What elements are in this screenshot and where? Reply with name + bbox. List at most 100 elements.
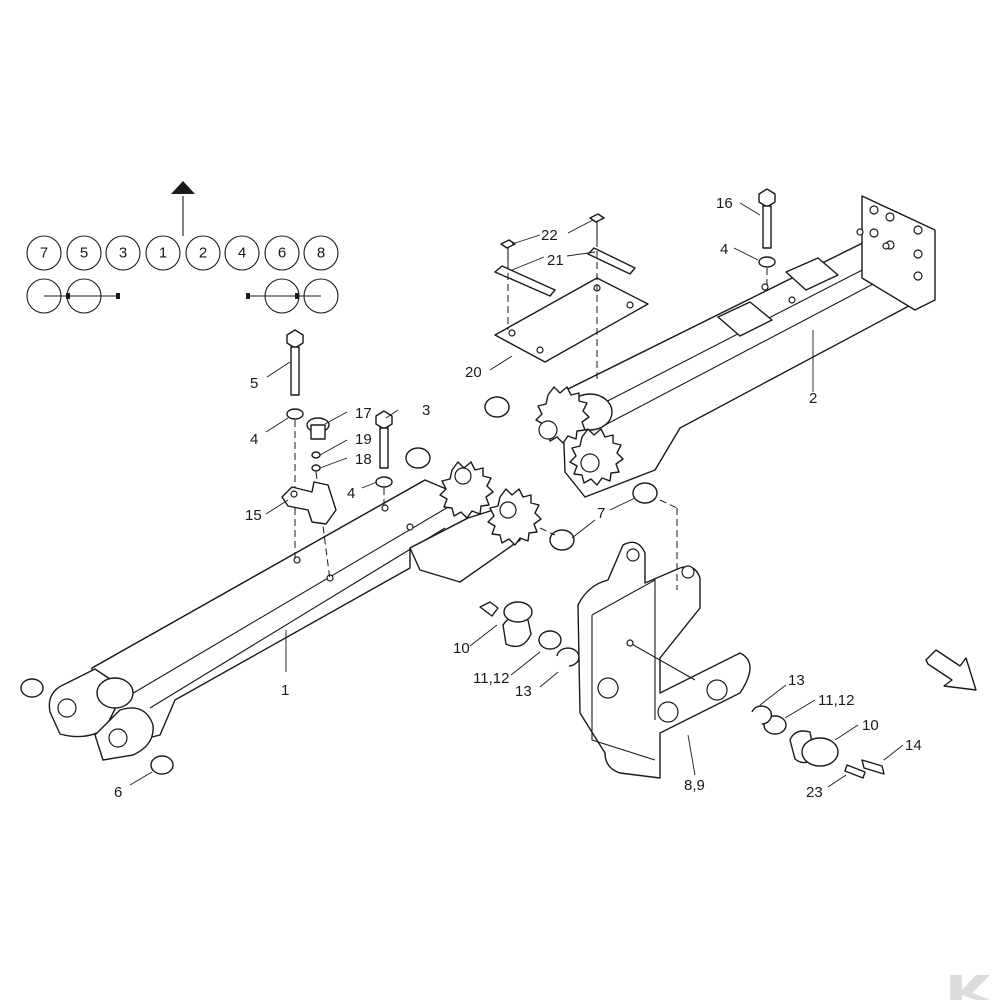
assembly-lines — [539, 499, 678, 590]
sequence-circle — [303, 235, 339, 271]
bushing-6a — [20, 678, 44, 698]
bolt-3-shank — [379, 427, 389, 469]
center-bracket — [577, 541, 751, 779]
bushing-7c — [632, 482, 658, 504]
sequence-circle — [26, 235, 62, 271]
part-labels: 5 4 17 3 19 18 4 15 1 6 7 10 11,12 13 8,… — [114, 195, 922, 801]
sequence-circle — [224, 235, 260, 271]
pin-marker — [295, 293, 299, 299]
washer-11-12a — [538, 630, 562, 650]
logo-icon — [950, 975, 991, 1000]
bolt-5-shank — [290, 346, 300, 396]
label-1: 1 — [281, 682, 289, 699]
bushing-6b — [150, 755, 174, 775]
label-4: 4 — [720, 241, 728, 258]
pin-marker — [246, 293, 250, 299]
pin-10b-flange — [801, 737, 839, 767]
label-10: 10 — [453, 640, 470, 657]
bolt-16-shank — [762, 205, 772, 249]
washer-4b — [375, 476, 393, 488]
bracket-edge — [591, 615, 656, 761]
washer-4c — [758, 256, 776, 268]
boom-lower-body — [91, 479, 473, 746]
plate-assembly — [494, 213, 649, 382]
screw-b — [589, 213, 605, 223]
screw-a — [500, 239, 516, 249]
bolt-5-head — [286, 329, 304, 349]
label-4: 4 — [347, 485, 355, 502]
strap-a — [494, 265, 556, 297]
label-2: 2 — [809, 390, 817, 407]
sequence-circle — [145, 235, 181, 271]
strap-b — [587, 247, 636, 275]
label-5: 5 — [250, 375, 258, 392]
bolt-16-head — [758, 188, 776, 208]
washer-19 — [311, 451, 321, 459]
circlip-13a — [556, 647, 580, 667]
sprocket-lower-a — [439, 461, 494, 519]
boom-upper — [535, 195, 936, 498]
sequence-number: 4 — [238, 245, 246, 262]
label-13: 13 — [788, 672, 805, 689]
label-7: 7 — [597, 505, 605, 522]
sequence-number: 6 — [278, 245, 286, 262]
boom-upper-edge — [604, 261, 916, 426]
label-20: 20 — [465, 364, 482, 381]
label-23: 23 — [806, 784, 823, 801]
bushing-7d — [549, 529, 575, 551]
label-3: 3 — [422, 402, 430, 419]
travel-arrow — [925, 649, 977, 691]
label-14: 14 — [905, 737, 922, 754]
clamp-15 — [281, 481, 337, 525]
sequence-circle — [105, 235, 141, 271]
boom-lower-edge — [91, 479, 426, 669]
boom-upper-window — [785, 257, 839, 291]
sequence-number: 1 — [159, 245, 167, 262]
label-22: 22 — [541, 227, 558, 244]
sprocket-lower-b — [487, 488, 542, 546]
boom-lower-tube-end — [96, 677, 134, 709]
pin-10a-flange — [503, 601, 533, 623]
sequence-circle — [264, 235, 300, 271]
pin-marker — [66, 293, 70, 299]
boom-lower — [48, 461, 542, 761]
label-21: 21 — [547, 252, 564, 269]
knob-17-body — [310, 424, 326, 440]
sequence-circle — [66, 235, 102, 271]
washer-4a — [286, 408, 304, 420]
bolt-14 — [861, 759, 885, 775]
sequence-circle — [185, 235, 221, 271]
label-11-12: 11,12 — [818, 692, 854, 709]
label-4: 4 — [250, 431, 258, 448]
grease-nipple-b — [844, 764, 866, 779]
grease-nipple-a — [479, 601, 499, 617]
pin-marker — [116, 293, 120, 299]
bracket-pin — [629, 642, 696, 681]
boom-upper-end-plate — [861, 195, 936, 311]
label-19: 19 — [355, 431, 372, 448]
sequence-number: 2 — [199, 245, 207, 262]
bracket-body — [577, 541, 751, 779]
label-16: 16 — [716, 195, 733, 212]
arrow-down-right-icon — [925, 649, 977, 691]
sequence-number: 7 — [40, 245, 48, 262]
label-8-9: 8,9 — [684, 777, 705, 794]
label-10: 10 — [862, 717, 879, 734]
bushing-7b — [484, 396, 510, 418]
leader-lines — [129, 202, 904, 788]
arrow-up-icon — [171, 181, 195, 194]
label-11-12: 11,12 — [473, 670, 509, 687]
boom-lower-edge — [149, 527, 446, 709]
label-13: 13 — [515, 683, 532, 700]
sequence-number: 8 — [317, 245, 325, 262]
sequence-legend: 7 5 3 1 2 4 6 8 — [26, 181, 339, 314]
sequence-number: 3 — [119, 245, 127, 262]
boom-upper-edge — [561, 221, 906, 393]
cover-plate — [494, 277, 649, 363]
label-18: 18 — [355, 451, 372, 468]
bracket-edge — [591, 579, 656, 720]
label-17: 17 — [355, 405, 372, 422]
bushing-7a — [405, 447, 431, 469]
sequence-number: 5 — [80, 245, 88, 262]
